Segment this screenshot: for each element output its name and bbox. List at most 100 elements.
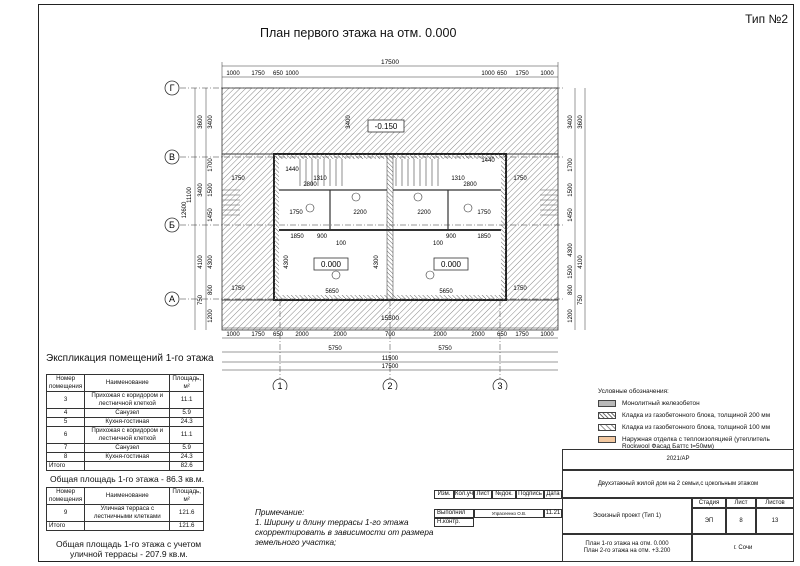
col-header: Номер помещения <box>45 487 86 505</box>
top-dim: 1000 <box>481 71 495 77</box>
inner-dim: 2800 <box>303 182 317 188</box>
note-text: 1. Ширину и длину террасы 1-го этажа ско… <box>255 518 434 547</box>
right-dim: 3400 <box>568 115 574 129</box>
bottom-dim: 2000 <box>295 332 309 338</box>
side-dim: 1750 <box>513 286 527 292</box>
bottom-dim: 1750 <box>251 332 265 338</box>
inner-dim: 2800 <box>463 182 477 188</box>
left-dim: 1700 <box>208 158 214 172</box>
inner-dim: 2200 <box>417 210 431 216</box>
side-dim: 1750 <box>231 286 245 292</box>
inner-dim: 1310 <box>313 176 327 182</box>
axis-letter: Г <box>170 83 175 93</box>
col-header: Площадь, м² <box>169 487 204 505</box>
top-dim: 1000 <box>285 71 299 77</box>
legend-item: Кладка из газобетонного блока, толщиной … <box>598 412 770 419</box>
top-dim: 650 <box>273 71 284 77</box>
legend-title: Условные обозначения: <box>598 388 669 395</box>
area-with-terrace-2: уличной террасы - 207.9 кв.м. <box>70 549 188 559</box>
left-terrace <box>221 153 275 301</box>
inner-dim: 1310 <box>451 176 465 182</box>
axis-number: 2 <box>387 381 392 390</box>
top-dim: 1750 <box>251 71 265 77</box>
left-dim: 750 <box>198 294 204 305</box>
left-dim: 11100 <box>187 186 193 202</box>
inner-dim: 4300 <box>374 255 380 269</box>
bottom-total-dim: 17500 <box>382 364 399 370</box>
stamp-sheets: 13 <box>756 508 794 534</box>
col-header: Номер помещения <box>45 374 86 392</box>
axis-letter: Б <box>169 220 175 230</box>
bottom-dim: 650 <box>273 332 284 338</box>
inner-dim: 5650 <box>439 289 453 295</box>
col-header: Наименование <box>84 374 171 392</box>
legend-item: Кладка из газобетонного блока, толщиной … <box>598 424 770 431</box>
stamp-performer: Упрасеенко О.В. <box>474 509 544 518</box>
bottom-dim: 2000 <box>433 332 447 338</box>
room-level-right: 0.000 <box>441 260 462 269</box>
axis-letter: А <box>169 294 175 304</box>
right-dim: 1700 <box>568 158 574 172</box>
left-dim: 3600 <box>198 115 204 129</box>
legend-swatch <box>598 412 616 419</box>
page-title: План первого этажа на отм. 0.000 <box>260 26 457 40</box>
top-dim: 1000 <box>226 71 240 77</box>
title-block: 2021/АР Двухэтажный жилой дом на 2 семьи… <box>434 449 794 562</box>
stamp-code: 2021/АР <box>562 449 794 470</box>
stamp-ncontr: Н.контр. <box>434 518 474 527</box>
bottom-sub-dim: 5750 <box>328 346 342 352</box>
top-dim: 1000 <box>540 71 554 77</box>
legend-swatch <box>598 436 616 443</box>
left-dim: 4100 <box>198 255 204 269</box>
side-dim: 1750 <box>231 176 245 182</box>
sheet-border <box>38 4 794 562</box>
inner-dim: 5650 <box>325 289 339 295</box>
bottom-mid-dim: 11500 <box>382 356 399 362</box>
left-dim: 3400 <box>198 183 204 197</box>
bottom-dim: 2000 <box>471 332 485 338</box>
stamp-project: Двухэтажный жилой дом на 2 семьи,с цокол… <box>562 470 794 498</box>
col-header: Наименование <box>84 487 171 505</box>
overall-dim-top: 17500 <box>381 59 399 66</box>
type-label: Тип №2 <box>745 12 788 26</box>
inner-dim: 900 <box>317 234 328 240</box>
stamp-city: г. Сочи <box>692 534 794 562</box>
floor-plan: -0.150 0.000 0.000 Г В Б А 1 2 3 <box>164 59 586 390</box>
axis-letter: В <box>169 152 175 162</box>
inner-dim: 1440 <box>481 158 495 164</box>
right-dim: 3600 <box>578 115 584 129</box>
area-with-terrace-1: Общая площадь 1-го этажа с учетом <box>56 539 202 549</box>
right-dim: 1500 <box>568 265 574 279</box>
terrace-level: -0.150 <box>375 122 398 131</box>
terrace-table: Номер помещения Наименование Площадь, м²… <box>45 487 204 531</box>
bottom-sub-dim: 5750 <box>438 346 452 352</box>
bottom-dim: 2000 <box>333 332 347 338</box>
left-dim: 3400 <box>208 115 214 129</box>
inner-dim: 1750 <box>289 210 303 216</box>
left-dim: 4300 <box>208 255 214 269</box>
left-dim: 1200 <box>208 309 214 323</box>
left-dim: 1450 <box>208 208 214 222</box>
inner-dim: 100 <box>336 241 347 247</box>
top-dim: 1750 <box>515 71 529 77</box>
right-dim: 4300 <box>568 243 574 257</box>
stamp-stage-title: Эскизный проект (Тип 1) <box>562 498 692 534</box>
terrace-width-dim: 15500 <box>381 315 399 322</box>
top-dim: 650 <box>497 71 508 77</box>
stamp-stage: ЭП <box>692 508 726 534</box>
inner-dim: 100 <box>433 241 444 247</box>
axis-number: 1 <box>277 381 282 390</box>
note-title: Примечание: <box>255 508 305 517</box>
note: Примечание: 1. Ширину и длину террасы 1-… <box>255 508 440 548</box>
inner-dim: 1750 <box>477 210 491 216</box>
area-total: Общая площадь 1-го этажа - 86.3 кв.м. <box>50 474 204 484</box>
inner-dim: 2200 <box>353 210 367 216</box>
inner-dim: 4300 <box>284 255 290 269</box>
